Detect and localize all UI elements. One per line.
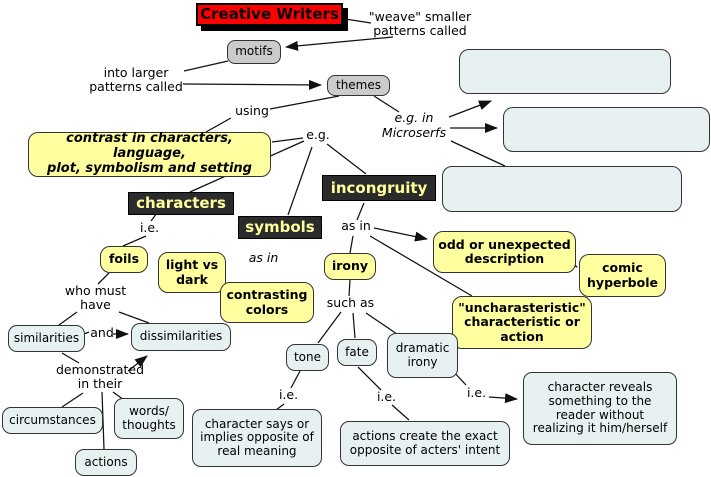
node-fate[interactable]: fate xyxy=(337,339,377,366)
edge-line xyxy=(182,79,322,90)
label-as-in-incongruity[interactable]: as in xyxy=(341,218,371,234)
edge-line xyxy=(357,366,382,391)
label-ie-fate[interactable]: i.e. xyxy=(376,389,397,405)
label-eg[interactable]: e.g. xyxy=(306,127,330,143)
node-actions[interactable]: actions xyxy=(75,449,137,476)
label-ie-characters[interactable]: i.e. xyxy=(139,220,160,236)
edge-line xyxy=(373,227,428,242)
node-irony[interactable]: irony xyxy=(324,253,376,280)
node-odd-or-unexpected[interactable]: odd or unexpected description xyxy=(433,231,576,273)
edge-line xyxy=(352,312,356,339)
edge-line xyxy=(271,137,304,143)
node-blank-3[interactable] xyxy=(442,166,682,212)
edge-line xyxy=(122,235,147,247)
label-as-in-symbols[interactable]: as in xyxy=(248,250,279,266)
node-comic-hyperbole[interactable]: comic hyperbole xyxy=(579,254,666,297)
node-dissimilarities[interactable]: dissimilarities xyxy=(131,323,231,351)
edge-line xyxy=(101,391,105,450)
edge-line xyxy=(61,352,80,364)
node-blank-2[interactable] xyxy=(503,107,710,152)
node-uncharasteristic[interactable]: "uncharasteristic" characteristic or act… xyxy=(452,296,592,349)
label-such-as[interactable]: such as xyxy=(326,294,375,310)
edge-line xyxy=(58,311,78,326)
edge-line xyxy=(356,202,365,221)
edge-line xyxy=(183,60,229,72)
node-contrasting-colors[interactable]: contrasting colors xyxy=(220,282,314,323)
edge-line xyxy=(287,146,313,216)
edge-line xyxy=(348,279,351,297)
node-circumstances[interactable]: circumstances xyxy=(2,407,103,434)
node-contrast[interactable]: contrast in characters, language, plot, … xyxy=(28,132,271,177)
label-demonstrated-in-their[interactable]: demonstrated in their xyxy=(55,361,145,391)
edge-line xyxy=(448,100,492,118)
edge-line xyxy=(317,311,342,344)
node-actions-create[interactable]: actions create the exact opposite of act… xyxy=(340,421,510,466)
node-symbols[interactable]: symbols xyxy=(238,216,322,239)
node-characters[interactable]: characters xyxy=(128,192,234,215)
edge-line xyxy=(369,235,473,297)
edge-line xyxy=(118,311,150,324)
label-eg-in-microserfs[interactable]: e.g. in Microserfs xyxy=(381,110,447,140)
node-tone[interactable]: tone xyxy=(286,344,329,371)
edge-line xyxy=(290,370,301,389)
edge-line xyxy=(269,95,340,110)
edge-line xyxy=(97,272,110,285)
edge-line xyxy=(391,404,410,421)
label-weave-smaller-patterns[interactable]: "weave" smaller patterns called xyxy=(368,8,472,38)
node-character-says[interactable]: character says or implies opposite of re… xyxy=(192,409,322,467)
node-similarities[interactable]: similarities xyxy=(8,325,85,352)
edge-line xyxy=(285,36,394,51)
edge-line xyxy=(205,117,232,133)
node-dramatic-irony[interactable]: dramatic irony xyxy=(387,333,458,378)
label-who-must-have[interactable]: who must have xyxy=(64,282,127,312)
node-motifs[interactable]: motifs xyxy=(227,40,281,64)
node-foils[interactable]: foils xyxy=(100,246,148,273)
node-blank-1[interactable] xyxy=(459,49,671,94)
node-words-thoughts[interactable]: words/ thoughts xyxy=(114,398,184,439)
edge-line xyxy=(326,143,367,175)
edge-line xyxy=(127,355,148,372)
node-creative-writers[interactable]: Creative Writers xyxy=(196,3,343,26)
edge-line xyxy=(373,95,400,113)
node-incongruity[interactable]: incongruity xyxy=(322,175,436,201)
label-using[interactable]: using xyxy=(235,103,269,119)
edge-line xyxy=(344,18,372,24)
node-light-vs-dark[interactable]: light vs dark xyxy=(158,252,226,293)
label-ie-tone[interactable]: i.e. xyxy=(278,387,299,403)
label-into-larger-patterns[interactable]: into larger patterns called xyxy=(89,64,183,94)
edge-line xyxy=(61,392,84,408)
label-and[interactable]: and xyxy=(90,325,114,341)
edge-line xyxy=(488,393,518,404)
node-themes[interactable]: themes xyxy=(327,75,390,96)
edge-line xyxy=(365,312,398,335)
edge-line xyxy=(349,235,354,254)
edge-line xyxy=(450,140,506,167)
label-ie-dramatic[interactable]: i.e. xyxy=(466,385,487,401)
node-character-reveals[interactable]: character reveals something to the reade… xyxy=(523,372,677,445)
